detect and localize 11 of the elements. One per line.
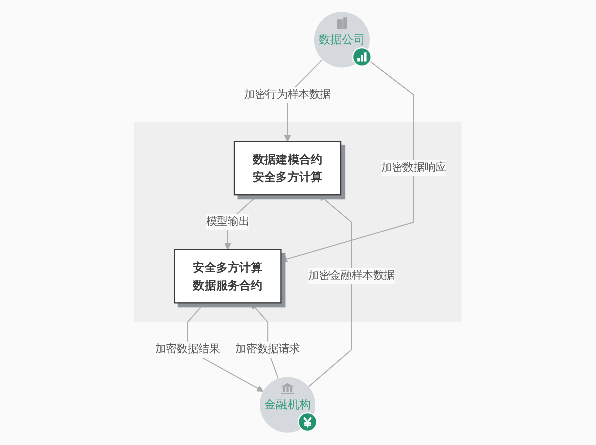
company-circle: 数据公司: [314, 12, 372, 68]
edge-label: 加密行为样本数据: [244, 88, 331, 101]
edge-label: 加密数据响应: [382, 162, 446, 174]
edge-label: 加密数据请求: [236, 343, 300, 356]
institution-circle: 金融机构: [260, 377, 318, 433]
contract-box: 安全多方计算 数据服务合约: [174, 249, 282, 304]
edge-label: 加密金融样本数据: [308, 270, 396, 282]
contract-box: 数据建模合约 安全多方计算: [234, 141, 342, 196]
edge-label: 模型输出: [206, 216, 250, 228]
arrow: [308, 194, 352, 388]
edge-label: 加密数据结果: [155, 343, 220, 356]
